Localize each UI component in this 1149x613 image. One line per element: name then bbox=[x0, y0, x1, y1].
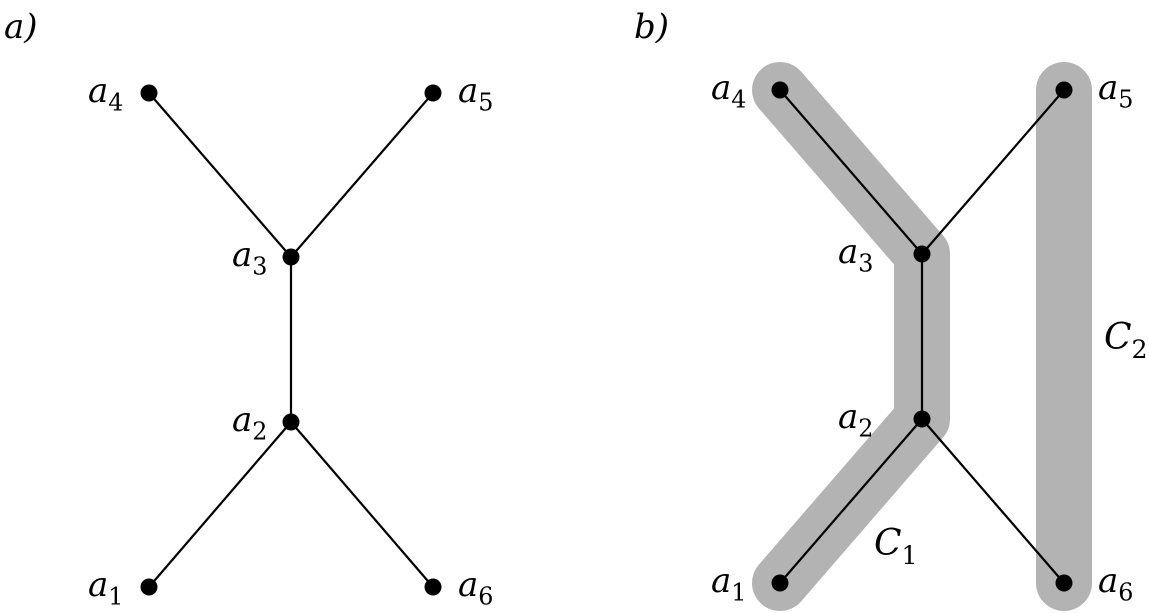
chain-label-c1: C1 bbox=[874, 523, 918, 570]
node-a6 bbox=[424, 578, 442, 596]
node-label-a6: a6 bbox=[458, 565, 493, 611]
edge-a2-a1 bbox=[148, 421, 292, 588]
edge-a5-a3 bbox=[290, 92, 434, 258]
node-label-a2: a2 bbox=[838, 397, 873, 443]
chain-label-c2: C2 bbox=[1104, 317, 1148, 364]
panel-a-label: a) bbox=[4, 7, 38, 47]
chain-c1-highlight bbox=[752, 62, 950, 611]
node-a5 bbox=[1055, 81, 1073, 99]
panel-b-label: b) bbox=[634, 7, 669, 47]
node-a2 bbox=[282, 413, 300, 431]
node-label-a1: a1 bbox=[711, 561, 746, 607]
node-label-a6: a6 bbox=[1098, 561, 1133, 607]
node-a4 bbox=[140, 84, 158, 102]
node-label-a4: a4 bbox=[88, 71, 123, 117]
node-a5 bbox=[424, 84, 442, 102]
edge-a5-a3 bbox=[921, 89, 1065, 255]
node-a2 bbox=[913, 410, 931, 428]
edge-a2-a1 bbox=[779, 418, 923, 584]
panel-b: b) a1 a2 a3 a4 a5 a6 C1 C2 bbox=[634, 7, 1148, 611]
edge-a2-a6 bbox=[921, 418, 1065, 584]
node-label-a5: a5 bbox=[458, 71, 493, 117]
node-a3 bbox=[913, 245, 931, 263]
node-label-a4: a4 bbox=[711, 68, 746, 114]
panel-a: a) a1 a2 a3 a4 a5 a6 bbox=[4, 7, 493, 611]
node-label-a2: a2 bbox=[232, 400, 267, 446]
node-label-a3: a3 bbox=[232, 235, 267, 281]
edge-a4-a3 bbox=[148, 92, 292, 258]
node-a1 bbox=[771, 574, 789, 592]
node-a3 bbox=[282, 248, 300, 266]
node-label-a3: a3 bbox=[838, 232, 873, 278]
node-a6 bbox=[1055, 574, 1073, 592]
node-a1 bbox=[140, 578, 158, 596]
node-a4 bbox=[771, 81, 789, 99]
node-label-a1: a1 bbox=[88, 565, 123, 611]
edge-a2-a6 bbox=[290, 421, 434, 588]
node-label-a5: a5 bbox=[1098, 68, 1133, 114]
edge-a4-a3 bbox=[779, 89, 923, 255]
